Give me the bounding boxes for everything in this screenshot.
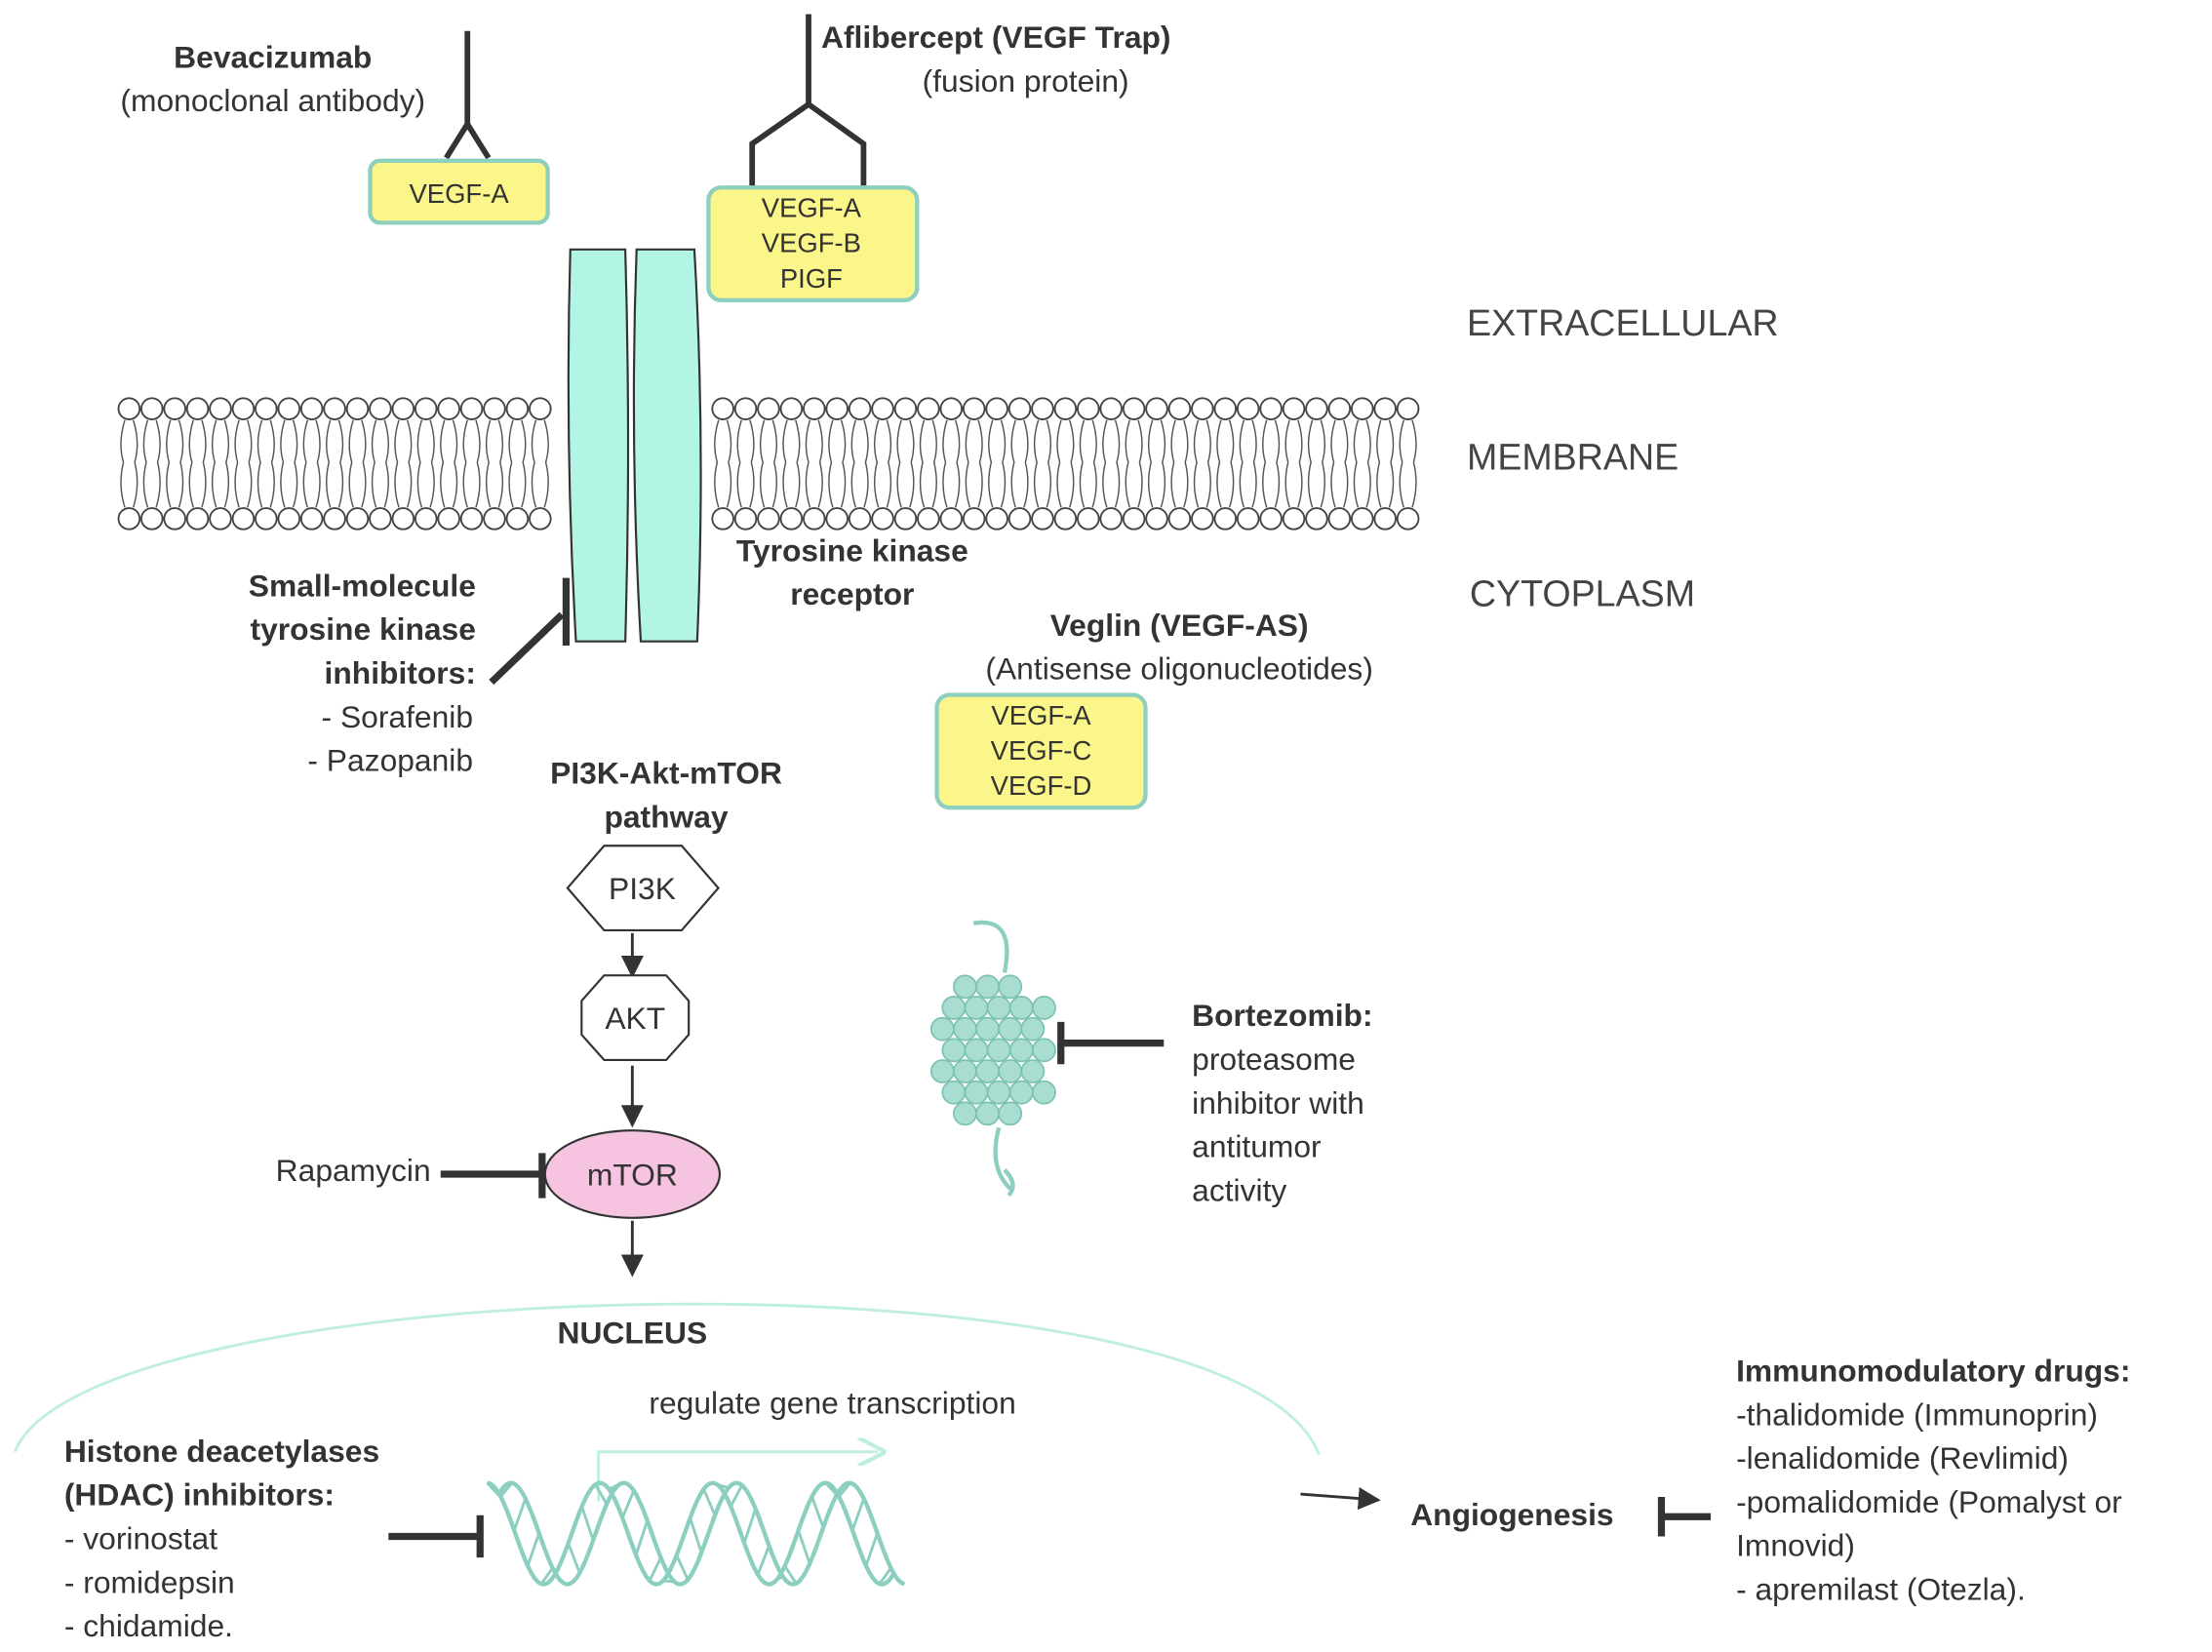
angiogenesis-label: Angiogenesis [1410,1497,1613,1532]
bevacizumab-type: (monoclonal antibody) [120,83,425,118]
aflibercept-target-box [706,185,920,303]
pathway-title: PI3K-Akt-mTOR [550,756,782,791]
bortezomib-name: Bortezomib: [1192,998,1372,1033]
bortezomib-desc: antitumor [1192,1129,1322,1164]
hdac-drug: - chidamide. [64,1608,233,1643]
bortezomib-inhibition-icon [1057,1021,1165,1065]
receptor-right-chain [632,248,702,643]
mtor-label: mTOR [587,1158,678,1193]
pathway-title: pathway [604,799,728,834]
pi3k-node [566,845,720,932]
imid-drug: -lenalidomide (Revlimid) [1736,1440,2069,1475]
label-nucleus: NUCLEUS [558,1315,708,1350]
tki-label: inhibitors: [325,655,476,690]
akt-label: AKT [605,1001,665,1036]
vegf-a-box-bevacizumab [368,158,550,225]
receptor-label: Tyrosine kinase [736,532,968,568]
veglin-name: Veglin (VEGF-AS) [1050,608,1309,643]
aflibercept-target: VEGF-A [762,193,862,223]
imid-drug: Imnovid) [1736,1528,1855,1563]
tki-label: tyrosine kinase [250,611,475,647]
hdac-drug: - vorinostat [64,1520,217,1555]
bortezomib-desc: proteasome [1192,1042,1356,1077]
veglin-target: VEGF-D [991,770,1092,801]
arrow-to-angiogenesis [1300,1487,1381,1511]
aflibercept-name: Aflibercept (VEGF Trap) [821,20,1170,55]
rapamycin-inhibition-icon [440,1153,546,1199]
receptor-left-chain [567,248,630,643]
pi3k-label: PI3K [609,871,676,906]
veglin-target-box [934,692,1148,810]
veglin-type: (Antisense oligonucleotides) [985,651,1373,687]
label-membrane: MEMBRANE [1467,436,1679,477]
imid-drug: - apremilast (Otezla). [1736,1572,2026,1607]
hdac-label: (HDAC) inhibitors: [64,1477,335,1513]
hdac-inhibition-icon [388,1514,484,1558]
bortezomib-desc: activity [1192,1172,1286,1207]
dna-helix-icon [486,1480,906,1587]
tki-inhibition-icon [489,577,571,686]
label-extracellular: EXTRACELLULAR [1467,302,1779,343]
akt-node [580,974,691,1062]
nucleus-envelope [13,1302,1321,1456]
antibody-icon [444,30,492,160]
proteasome-icon [929,920,1056,1198]
bortezomib-desc: inhibitor with [1192,1085,1364,1121]
hdac-drug: - romidepsin [64,1564,235,1599]
veglin-target: VEGF-A [991,700,1091,730]
label-cytoplasm: CYTOPLASM [1470,573,1695,614]
rapamycin-label: Rapamycin [276,1153,431,1188]
receptor-label: receptor [790,576,914,611]
fusion-protein-icon [749,14,867,186]
tki-drug: - Pazopanib [307,743,473,778]
imid-drug: -pomalidomide (Pomalyst or [1736,1484,2122,1519]
bevacizumab-target: VEGF-A [409,178,509,209]
veglin-target: VEGF-C [991,735,1092,766]
bevacizumab-name: Bevacizumab [174,39,372,74]
aflibercept-target: VEGF-B [762,228,861,258]
tki-drug: - Sorafenib [322,699,473,734]
cell-membrane [117,397,1420,531]
imids-title: Immunomodulatory drugs: [1736,1353,2130,1388]
tki-label: Small-molecule [249,568,476,603]
hdac-label: Histone deacetylases [64,1434,379,1469]
imid-inhibition-icon [1657,1497,1712,1537]
imid-drug: -thalidomide (Immunoprin) [1736,1396,2098,1432]
transcription-label: regulate gene transcription [649,1386,1015,1421]
aflibercept-target: PIGF [780,263,843,294]
aflibercept-type: (fusion protein) [923,63,1129,98]
